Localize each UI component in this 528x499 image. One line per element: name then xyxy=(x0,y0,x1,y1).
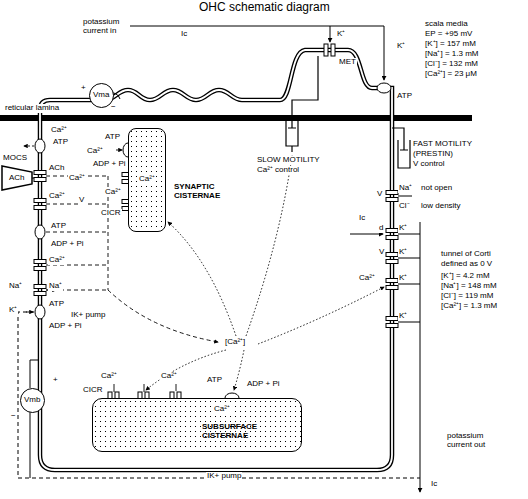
label: Na⁺ xyxy=(48,282,63,291)
label: ADP + Pi xyxy=(48,322,83,331)
label: FAST MOTILITY xyxy=(412,140,473,149)
label: Ca²⁺ xyxy=(48,192,66,201)
label: K⁺ xyxy=(8,306,18,315)
node-text: SYNAPTIC CISTERNAE xyxy=(173,183,237,201)
label: [K⁺] = 4.2 mM xyxy=(440,272,491,281)
label: V control xyxy=(412,160,446,169)
label: SLOW MOTILITY xyxy=(256,156,321,165)
voltage-circle: Vmb xyxy=(20,388,45,413)
reticular-lamina xyxy=(0,115,472,121)
label: defined as 0 V xyxy=(440,260,493,269)
label: scala media xyxy=(424,20,469,29)
small-arrows xyxy=(24,146,176,392)
label: K⁺ xyxy=(398,248,408,257)
label: V xyxy=(376,190,383,199)
label: Ca²⁺ xyxy=(104,188,122,197)
label: − xyxy=(110,103,117,112)
label: ADP + Pi xyxy=(246,380,281,389)
label: Cl⁻ xyxy=(398,202,411,211)
label: K⁺ xyxy=(336,30,346,39)
node-text: Vma xyxy=(92,91,110,100)
label: tunnel of Corti xyxy=(440,250,492,259)
label: Ca²⁺ xyxy=(68,174,86,183)
voltage-circle: Vma xyxy=(89,83,114,108)
synaptic-cisterna: Ca²⁺SYNAPTIC CISTERNAE xyxy=(128,128,166,232)
label: − xyxy=(10,412,17,421)
label: ADP + Pi xyxy=(92,160,127,169)
label: [K⁺] = 157 mM xyxy=(424,40,477,49)
label: ADP + Pi xyxy=(50,240,85,249)
node-text: MOCS xyxy=(2,154,28,163)
label: [Na⁺] = 148 mM xyxy=(440,282,498,291)
mocs-terminal: MOCSACh xyxy=(2,166,32,190)
label: IK+ pump xyxy=(70,311,106,320)
label: ATP xyxy=(104,133,121,142)
cell-membrane xyxy=(40,50,392,470)
label: ACh xyxy=(48,164,66,173)
motility-dashpots xyxy=(286,56,410,168)
label: d xyxy=(378,224,384,233)
label: ATP xyxy=(396,92,413,101)
node-text: ACh xyxy=(8,174,26,183)
label: Ca²⁺ control xyxy=(256,166,300,175)
label: Ic xyxy=(358,214,366,223)
label: + xyxy=(52,376,59,385)
label: MET xyxy=(338,58,357,67)
label: Ca²⁺ xyxy=(100,372,118,381)
label: ATP xyxy=(206,376,223,385)
label: Na⁺ xyxy=(398,184,413,193)
label: low density xyxy=(420,202,462,211)
label: V xyxy=(378,248,385,257)
label: Ca²⁺ xyxy=(50,126,68,135)
label: [Cl⁻] = 119 mM xyxy=(440,292,494,301)
label: reticular lamina xyxy=(4,104,60,113)
subsurface-cisterna: Ca²⁺ SUBSURFACE CISTERNAE xyxy=(92,398,302,452)
label: Ca²⁺ xyxy=(86,147,104,156)
label: K⁺ xyxy=(396,42,406,51)
label: CICR xyxy=(82,386,104,395)
label: Ca²⁺ xyxy=(160,372,178,381)
label: [Cl⁻] = 132 mM xyxy=(424,60,479,69)
label: (PRESTIN) xyxy=(412,150,454,159)
label: ATP xyxy=(48,300,65,309)
current-lines xyxy=(18,26,420,492)
label: potassium current in xyxy=(82,18,130,36)
channels xyxy=(34,44,398,404)
node-text: Ca²⁺ xyxy=(138,175,156,184)
node-text: Vmb xyxy=(23,396,41,405)
label: [Ca²⁺] xyxy=(224,338,246,347)
label: ATP xyxy=(52,138,69,147)
node-text: SUBSURFACE CISTERNAE xyxy=(201,423,299,441)
label: Ca²⁺ xyxy=(48,256,66,265)
label: [Na⁺] = 1.3 mM xyxy=(424,50,479,59)
label: Na⁺ xyxy=(8,282,23,291)
label: not open xyxy=(420,184,453,193)
calcium-flow xyxy=(46,156,384,390)
label: CICR xyxy=(100,209,122,218)
label: Ic xyxy=(180,30,188,39)
label: K⁺ xyxy=(398,312,408,321)
label: Ca²⁺ xyxy=(358,274,376,283)
diagram-title: OHC schematic diagram xyxy=(198,1,331,14)
node-text: Ca²⁺ xyxy=(213,405,231,414)
label: IK+ pump xyxy=(206,472,242,481)
label: potassium current out xyxy=(446,432,498,450)
label: ATP xyxy=(50,222,67,231)
label: Ic xyxy=(430,480,438,489)
label: V xyxy=(78,196,85,205)
label: [Ca²⁺] = 1.3 mM xyxy=(440,302,498,311)
label: + xyxy=(80,84,87,93)
label: K⁺ xyxy=(398,224,408,233)
label: [Ca²⁺] = 23 μM xyxy=(424,70,478,79)
label: EP = +95 mV xyxy=(424,30,473,39)
label: K⁺ xyxy=(398,274,408,283)
